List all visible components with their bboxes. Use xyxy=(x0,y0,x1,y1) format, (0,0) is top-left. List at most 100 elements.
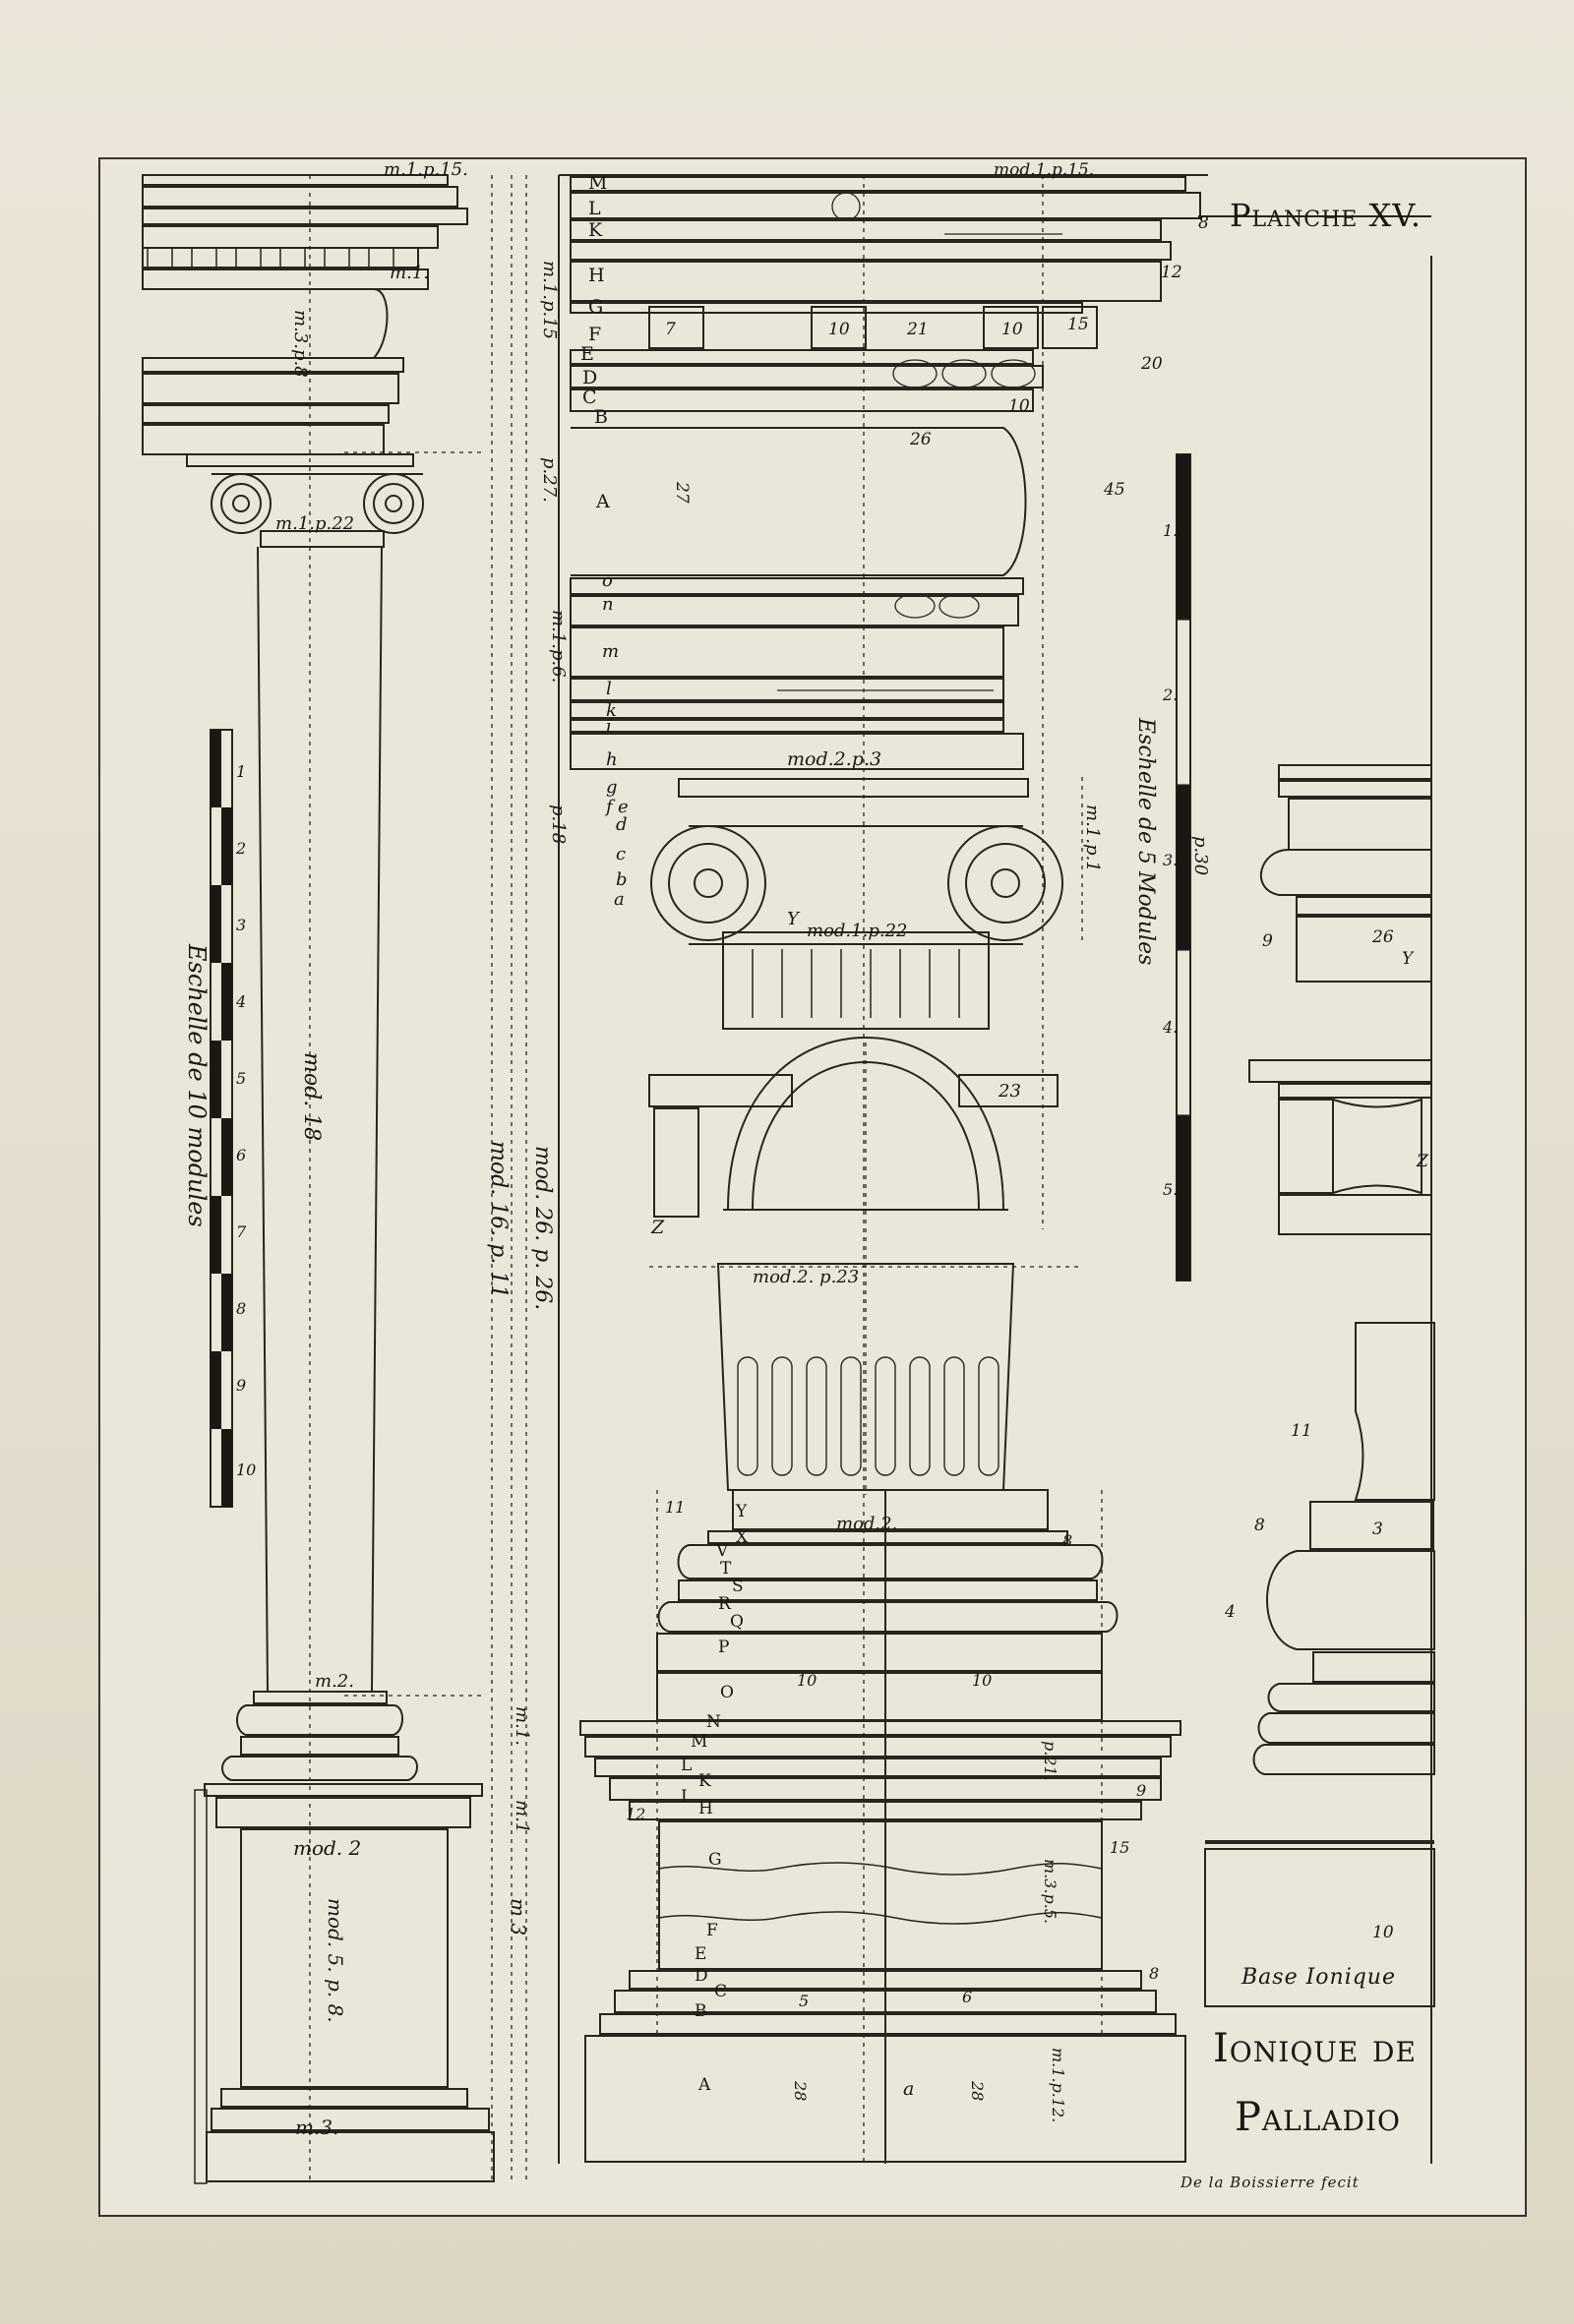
ped-letter-a: a xyxy=(903,2078,914,2100)
scale10-tick-9: 9 xyxy=(236,1376,246,1395)
scale5-tick-4: 4. xyxy=(1162,1018,1178,1037)
label-column-base: m.2. xyxy=(315,1671,354,1692)
entab-lower-f: f xyxy=(604,797,616,817)
scale10-tick-7: 7 xyxy=(236,1222,247,1241)
scale5-tick-1: 1. xyxy=(1163,521,1178,540)
plate-title-line-1: Ionique de xyxy=(1213,2026,1417,2071)
scale5-caption: Eschelle de 5 Modules xyxy=(1133,717,1158,965)
entab-letter-K: K xyxy=(588,219,603,241)
entab-lower-h: h xyxy=(606,749,618,770)
ped-dim-12: 12 xyxy=(626,1805,645,1823)
ped-letter-M: M xyxy=(691,1732,707,1752)
entab-dim-27: 27 xyxy=(672,481,692,504)
label-entab-dim: m.1.p.15 xyxy=(539,261,560,339)
ped-dim-28a: 28 xyxy=(791,2080,810,2101)
capital-label-m1p1: m.1.p.1 xyxy=(1082,804,1103,872)
entab-lower-b: b xyxy=(616,869,628,890)
entab-lower-k: k xyxy=(606,700,617,721)
detail1-letter-Y: Y xyxy=(1402,949,1415,969)
scale10-tick-5: 5 xyxy=(236,1069,246,1088)
entab-dim-20: 20 xyxy=(1140,354,1163,374)
ped-dim-15: 15 xyxy=(1110,1838,1129,1857)
entab-lower-n: n xyxy=(602,594,614,615)
ped-letter-H: H xyxy=(698,1799,713,1818)
base-dim-8: 8 xyxy=(1254,1516,1265,1535)
ped-dim-5: 5 xyxy=(799,1992,809,2010)
scale10-tick-10: 10 xyxy=(236,1460,256,1479)
scale10-tick-6: 6 xyxy=(236,1146,246,1164)
label-column-shaft: mod. 18 xyxy=(299,1052,324,1141)
ped-letter-O: O xyxy=(720,1683,734,1702)
label-p18: p.18 xyxy=(548,804,569,844)
ped-letter-E: E xyxy=(695,1944,706,1964)
entab-letter-B: B xyxy=(594,406,608,428)
ped-letter-C: C xyxy=(714,1982,727,2001)
base-ionique-caption: Base Ionique xyxy=(1241,1965,1396,1990)
ped-letter-P: P xyxy=(718,1638,729,1657)
entab-letter-L: L xyxy=(588,198,601,219)
ped-dim-m1p12: m.1.p.12. xyxy=(1049,2048,1067,2122)
capital-label-Z: Z xyxy=(650,1217,665,1238)
entab-dim-26: 26 xyxy=(909,430,932,449)
ped-letter-N: N xyxy=(706,1712,721,1732)
ped-dim-10b: 10 xyxy=(972,1671,992,1690)
capital-plan xyxy=(648,1036,1082,1495)
label-m1-right: m.1. xyxy=(512,1706,532,1746)
ped-letter-I: I xyxy=(681,1787,688,1807)
ped-letter-G: G xyxy=(708,1850,722,1870)
base-dim-4: 4 xyxy=(1224,1602,1236,1622)
entab-lower-i: i xyxy=(606,716,612,737)
entab-lower-g: g xyxy=(606,777,618,798)
entab-letter-C: C xyxy=(582,387,597,408)
scale5-tick-5: 5. xyxy=(1163,1180,1178,1199)
detail1-dim-26: 26 xyxy=(1371,927,1394,947)
ped-dim-9: 9 xyxy=(1136,1781,1146,1800)
plate-title-line-2: Palladio xyxy=(1235,2095,1402,2140)
base-dim-10: 10 xyxy=(1372,1923,1394,1942)
detail2-letter-Z: Z xyxy=(1416,1152,1429,1171)
ped-dim-m3p5: m.3.p.5. xyxy=(1041,1859,1059,1924)
capital-label-p30: p.30 xyxy=(1190,836,1211,875)
entab-letter-D: D xyxy=(582,367,597,388)
entab-dim-12: 12 xyxy=(1161,263,1182,282)
label-pedestal-m3: m.3. xyxy=(295,2115,338,2139)
entab-lower-l: l xyxy=(606,679,612,699)
scale10-tick-1: 1 xyxy=(236,762,246,781)
scale10-tick-2: 2 xyxy=(235,839,246,858)
ped-letter-L: L xyxy=(681,1756,692,1775)
right-detail-panel xyxy=(1198,215,1435,2164)
ped-letter-D: D xyxy=(695,1966,708,1986)
label-pedestal-mod5p8: mod. 5. p. 8. xyxy=(324,1898,347,2023)
label-m1-small: m.1 xyxy=(512,1800,532,1833)
entab-letter-E: E xyxy=(580,343,594,365)
base-pedestal-section xyxy=(579,1489,1186,2164)
engraver-signature: De la Boissierre fecit xyxy=(1180,2174,1360,2191)
entab-lower-e: e xyxy=(618,797,629,817)
ped-letter-K: K xyxy=(698,1771,711,1791)
entab-dim-10b: 10 xyxy=(1001,320,1023,339)
label-mod16: mod. 16. p. 11 xyxy=(486,1141,511,1298)
capital-label-23: 23 xyxy=(998,1081,1021,1102)
entab-letter-F: F xyxy=(588,324,601,345)
capital-label-mod2: mod.2. xyxy=(836,1514,897,1534)
label-p27: p.27. xyxy=(539,457,560,503)
label-m1p6: m.1.p.6. xyxy=(548,610,569,683)
label-m3-right: m 3 xyxy=(507,1898,530,1936)
entab-dim-15: 15 xyxy=(1067,315,1089,334)
entab-letter-H: H xyxy=(588,265,605,286)
label-column-top-dim: m.1.p.15. xyxy=(384,159,468,180)
entab-dim-21: 21 xyxy=(906,320,929,339)
five-module-scale xyxy=(1176,453,1191,1281)
label-mod26: mod. 26. p. 26. xyxy=(530,1146,555,1310)
entab-lower-c: c xyxy=(616,844,626,864)
ped-letter-T: T xyxy=(720,1559,732,1579)
capital-label-mod1p22: mod.1.p.22 xyxy=(807,921,907,941)
ped-dim-10a: 10 xyxy=(797,1671,817,1690)
label-pedestal-mod2: mod. 2 xyxy=(293,1836,361,1860)
ped-letter-Y: Y xyxy=(735,1502,748,1521)
ped-letter-V: V xyxy=(715,1541,729,1561)
scale10-tick-3: 3 xyxy=(236,916,246,934)
detail1-dim-9: 9 xyxy=(1262,931,1273,951)
base-dim-3: 3 xyxy=(1372,1520,1383,1539)
